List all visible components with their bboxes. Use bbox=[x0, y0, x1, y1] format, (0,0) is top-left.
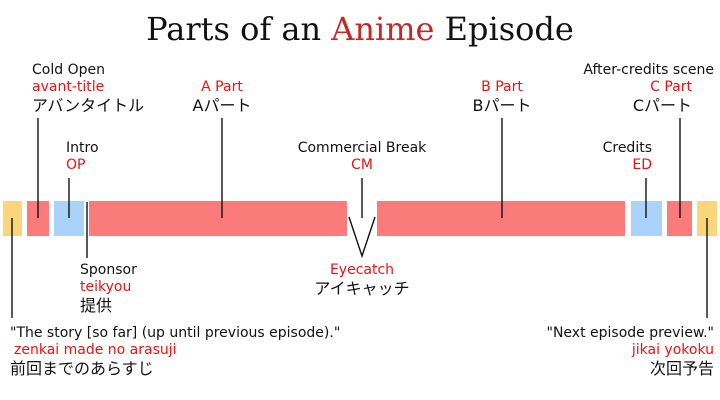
next-english: "Next episode preview." bbox=[546, 325, 715, 341]
label-next-preview: "Next episode preview." jikai yokoku 次回予… bbox=[547, 325, 715, 379]
diagram-title: Parts of an Anime Episode bbox=[0, 10, 720, 48]
next-romaji: jikai yokoku bbox=[631, 342, 714, 358]
label-sponsor: Sponsor teikyou 提供 bbox=[80, 262, 137, 316]
previous-english: "The story [so far] (up until previous e… bbox=[10, 325, 341, 341]
intro-romaji: OP bbox=[66, 157, 86, 173]
title-text-before: Parts of an bbox=[146, 10, 332, 48]
label-b-part: B Part Bパート bbox=[452, 79, 552, 116]
eyecatch-romaji: Eyecatch bbox=[329, 262, 395, 278]
b-part-romaji: B Part bbox=[481, 79, 523, 95]
after-credits-japanese: Cパート bbox=[632, 96, 692, 115]
intro-english: Intro bbox=[66, 140, 99, 156]
sponsor-english: Sponsor bbox=[80, 262, 137, 278]
label-credits: Credits ED bbox=[603, 140, 652, 174]
segment-a-part bbox=[89, 201, 347, 236]
after-credits-romaji: C Part bbox=[650, 79, 692, 95]
after-credits-english: After-credits scene bbox=[583, 62, 714, 78]
line-eyecatch bbox=[348, 216, 376, 259]
commercial-english: Commercial Break bbox=[297, 140, 427, 156]
sponsor-japanese: 提供 bbox=[80, 296, 113, 315]
title-text-after: Episode bbox=[434, 10, 574, 48]
label-previous-summary: "The story [so far] (up until previous e… bbox=[10, 325, 340, 379]
segment-cold-open bbox=[27, 201, 49, 236]
cold-open-romaji: avant-title bbox=[32, 79, 105, 95]
segment-b-part bbox=[377, 201, 625, 236]
label-eyecatch: Eyecatch アイキャッチ bbox=[292, 262, 432, 299]
commercial-romaji: CM bbox=[351, 157, 373, 173]
a-part-romaji: A Part bbox=[201, 79, 243, 95]
label-after-credits: After-credits scene C Part Cパート bbox=[583, 62, 714, 116]
a-part-japanese: Aパート bbox=[192, 96, 252, 115]
previous-japanese: 前回までのあらすじ bbox=[10, 359, 154, 378]
b-part-japanese: Bパート bbox=[472, 96, 532, 115]
label-intro: Intro OP bbox=[66, 140, 99, 174]
cold-open-japanese: アバンタイトル bbox=[32, 96, 145, 115]
eyecatch-japanese: アイキャッチ bbox=[314, 279, 410, 298]
credits-english: Credits bbox=[602, 140, 652, 156]
label-commercial-break: Commercial Break CM bbox=[262, 140, 462, 174]
label-a-part: A Part Aパート bbox=[172, 79, 272, 116]
next-japanese: 次回予告 bbox=[649, 359, 714, 378]
credits-romaji: ED bbox=[632, 157, 652, 173]
sponsor-romaji: teikyou bbox=[80, 279, 132, 295]
label-cold-open: Cold Open avant-title アバンタイトル bbox=[32, 62, 144, 116]
previous-romaji: zenkai made no arasuji bbox=[14, 342, 177, 358]
cold-open-english: Cold Open bbox=[32, 62, 105, 78]
title-accent-word: Anime bbox=[331, 10, 435, 48]
